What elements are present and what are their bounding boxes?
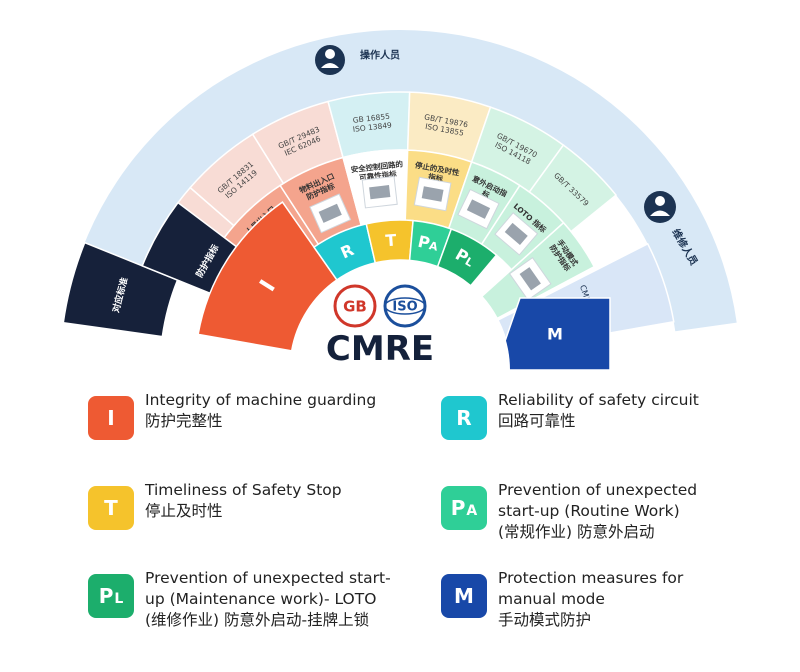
legend-en-pl: Prevention of unexpected start- up (Main… <box>145 569 391 608</box>
gb-logo <box>333 284 377 328</box>
legend-badge-m: M <box>441 574 487 618</box>
legend-cn-t: 停止及时性 <box>145 502 223 520</box>
legend-cn-pl: (维修作业) 防意外启动-挂牌上锁 <box>145 611 370 629</box>
legend-en-pa: Prevention of unexpected start-up (Routi… <box>498 481 698 520</box>
legend-badge-i: I <box>88 396 134 440</box>
operators-label: 操作人员 <box>360 49 400 62</box>
legend-en-m: Protection measures for manual mode <box>498 569 684 608</box>
personnel-band <box>63 29 737 332</box>
segment-letter: M <box>547 325 563 344</box>
legend-en-i: Integrity of machine guarding <box>145 391 377 409</box>
cmre-title: CMRE <box>326 329 434 369</box>
standard-label: GB 16855ISO 13849 <box>351 112 392 134</box>
legend-badge-t: T <box>88 486 134 530</box>
segment-m <box>493 297 611 371</box>
left-band-cell <box>62 241 179 338</box>
legend-en-t: Timeliness of Safety Stop <box>145 481 342 499</box>
legend-en-r: Reliability of safety circuit <box>498 391 699 409</box>
legend-cn-i: 防护完整性 <box>145 412 223 430</box>
cmre-fan-diagram: GB 23821ISO 13857GB/T 18831ISO 14119GB/T… <box>62 29 737 371</box>
legend-badge-r: R <box>441 396 487 440</box>
maintainer-icon <box>644 191 676 223</box>
segment-letter: T <box>385 231 397 251</box>
legend-cn-r: 回路可靠性 <box>498 412 576 430</box>
segment-letter: PA <box>416 232 440 255</box>
iso-logo-text: ISO <box>392 300 417 315</box>
gb-logo-text: GB <box>343 297 367 315</box>
legend-cn-pa: (常规作业) 防意外启动 <box>498 523 655 541</box>
legend-cn-m: 手动模式防护 <box>498 611 592 629</box>
